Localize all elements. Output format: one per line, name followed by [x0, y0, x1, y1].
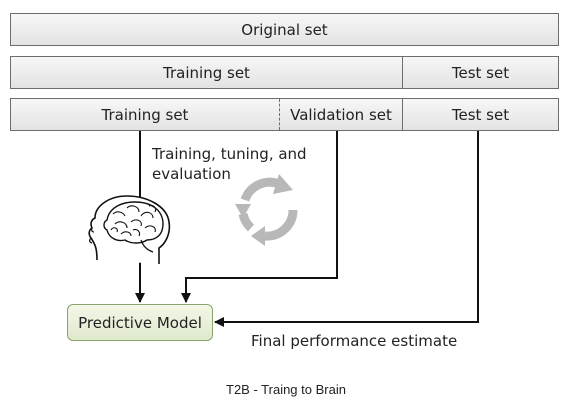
split2-test-set: Test set	[402, 99, 558, 130]
split2-bar: Training set Validation set Test set	[10, 98, 559, 131]
split2-validation-set: Validation set	[279, 99, 402, 130]
figure-caption: T2B - Traing to Brain	[226, 382, 346, 397]
split1-test-set: Test set	[402, 57, 558, 88]
split2-training-set: Training set	[101, 105, 189, 124]
predictive-model-box: Predictive Model	[67, 304, 213, 341]
training-tuning-label: Training, tuning, and	[152, 145, 307, 163]
validation-arrow	[181, 131, 338, 303]
final-estimate-label: Final performance estimate	[251, 332, 458, 350]
original-set-label: Original set	[241, 20, 328, 39]
cycle-arrows-icon	[235, 174, 298, 246]
split1-training-set: Training set	[163, 63, 250, 82]
evaluation-label: evaluation	[152, 165, 231, 183]
original-set-bar: Original set	[10, 13, 559, 46]
split1-bar: Training set Test set	[10, 56, 559, 89]
test-arrow	[214, 131, 479, 327]
brain-head-icon	[88, 195, 171, 264]
